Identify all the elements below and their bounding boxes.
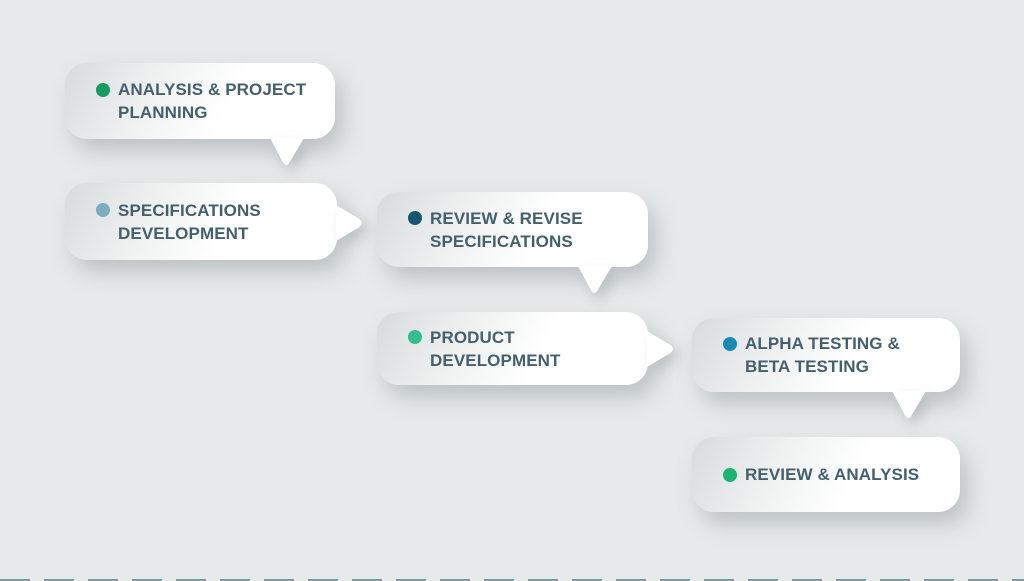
step-label: ANALYSIS & PROJECT PLANNING (118, 78, 306, 124)
speech-tail-down-icon (270, 138, 304, 165)
step-marker-dot (408, 211, 422, 225)
speech-tail-right-icon (647, 331, 673, 367)
step-label-line: PLANNING (118, 103, 208, 122)
step-3-review-revise-specifications: REVIEW & REVISE SPECIFICATIONS (377, 192, 648, 293)
bottom-edge-dashed-line (0, 579, 1024, 581)
step-marker-dot (723, 336, 737, 351)
step-label: ALPHA TESTING & BETA TESTING (745, 332, 900, 378)
step-label: SPECIFICATIONS DEVELOPMENT (118, 199, 261, 245)
speech-bubble: PRODUCT DEVELOPMENT (377, 312, 648, 385)
step-content: ANALYSIS & PROJECT PLANNING (96, 78, 306, 124)
speech-bubble: REVIEW & ANALYSIS (692, 437, 960, 512)
speech-tail-right-icon (336, 205, 362, 241)
step-label: REVIEW & REVISE SPECIFICATIONS (430, 207, 583, 253)
speech-bubble: ALPHA TESTING & BETA TESTING (692, 318, 960, 392)
step-label-line: REVIEW & ANALYSIS (745, 465, 920, 484)
speech-bubble: SPECIFICATIONS DEVELOPMENT (65, 183, 337, 260)
step-1-analysis-project-planning: ANALYSIS & PROJECT PLANNING (65, 63, 335, 165)
speech-bubble: REVIEW & REVISE SPECIFICATIONS (377, 192, 648, 267)
step-content: PRODUCT DEVELOPMENT (408, 326, 561, 372)
step-content: ALPHA TESTING & BETA TESTING (723, 332, 900, 378)
step-label-line: SPECIFICATIONS (430, 231, 573, 251)
step-label-line: SPECIFICATIONS (118, 200, 261, 220)
step-2-specifications-development: SPECIFICATIONS DEVELOPMENT (65, 183, 362, 260)
step-marker-dot (96, 203, 110, 217)
step-6-review-analysis: REVIEW & ANALYSIS (692, 437, 960, 512)
speech-tail-down-icon (892, 391, 926, 418)
step-label-line: ALPHA TESTING & (745, 334, 900, 353)
step-content: REVIEW & ANALYSIS (723, 463, 919, 486)
step-marker-dot (723, 467, 737, 482)
step-label-line: BETA TESTING (745, 357, 869, 376)
step-4-product-development: PRODUCT DEVELOPMENT (377, 312, 673, 385)
speech-tail-down-icon (578, 266, 612, 293)
speech-bubble: ANALYSIS & PROJECT PLANNING (65, 63, 335, 139)
step-content: REVIEW & REVISE SPECIFICATIONS (408, 207, 583, 253)
step-label: REVIEW & ANALYSIS (745, 463, 919, 486)
step-label-line: DEVELOPMENT (430, 350, 561, 370)
step-label: PRODUCT DEVELOPMENT (430, 326, 561, 372)
step-marker-dot (96, 82, 110, 97)
step-label-line: DEVELOPMENT (118, 223, 249, 243)
step-5-alpha-beta-testing: ALPHA TESTING & BETA TESTING (692, 318, 960, 418)
step-content: SPECIFICATIONS DEVELOPMENT (96, 199, 261, 245)
step-marker-dot (408, 330, 422, 344)
step-label-line: ANALYSIS & PROJECT (118, 80, 307, 99)
step-label-line: PRODUCT (430, 327, 515, 347)
step-label-line: REVIEW & REVISE (430, 208, 583, 228)
